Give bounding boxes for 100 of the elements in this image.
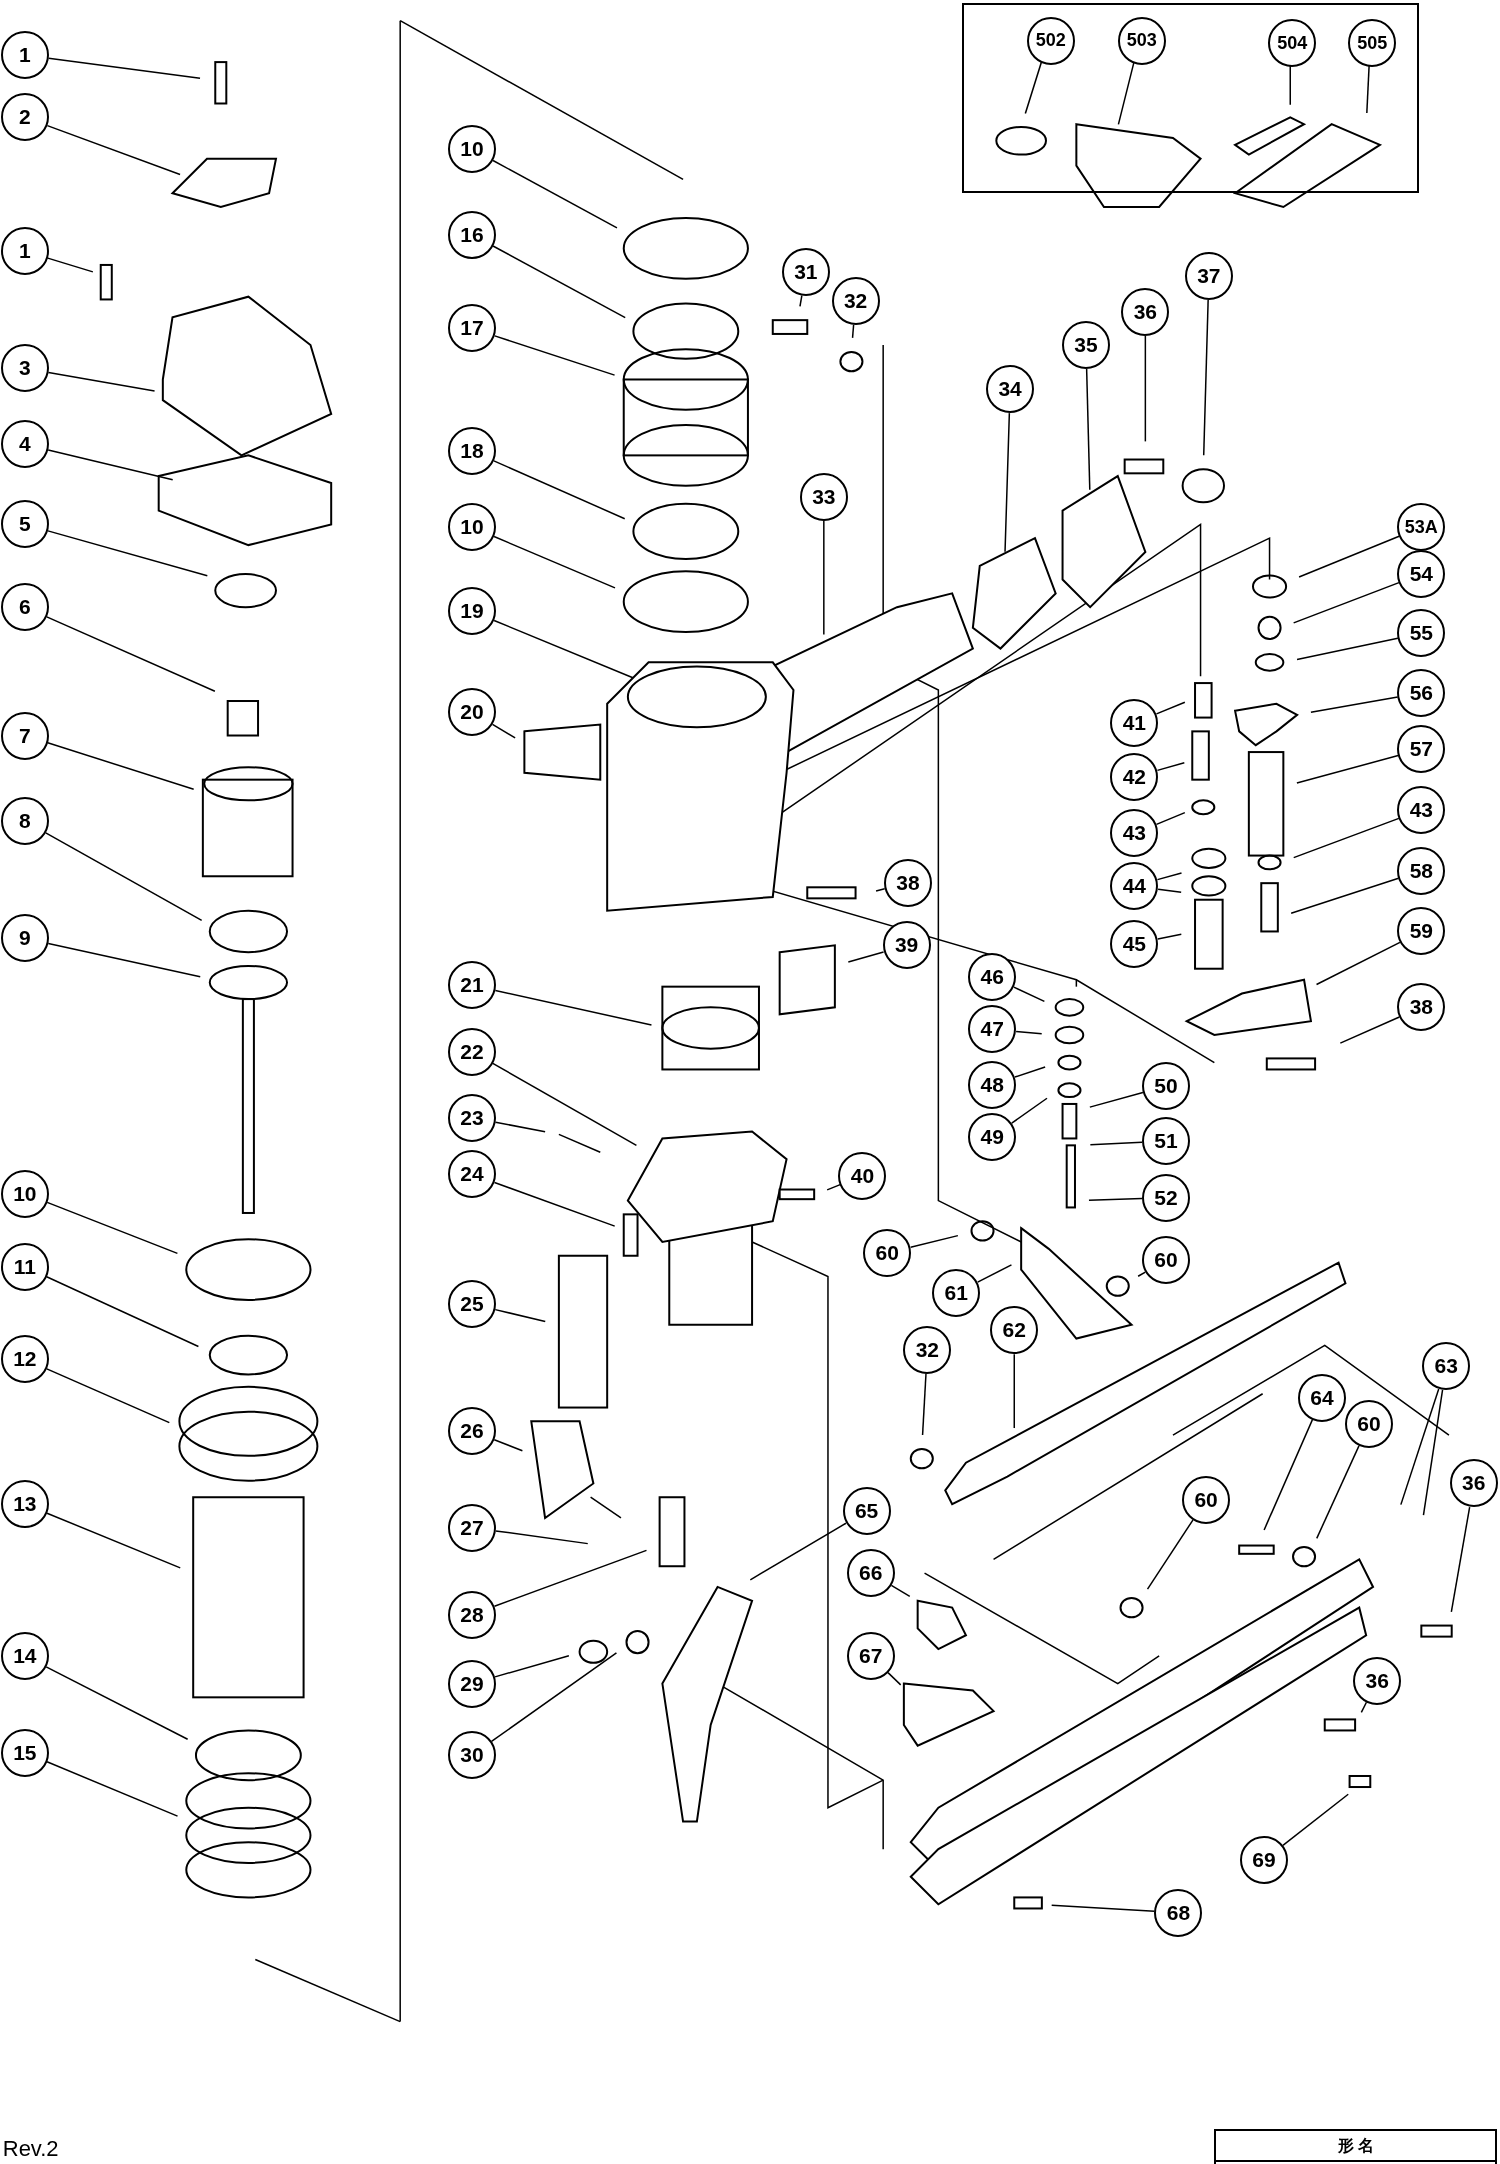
callout-number: 64	[1298, 1373, 1346, 1422]
leader-line	[890, 1584, 911, 1598]
leader-line	[493, 1181, 616, 1227]
leader-line	[494, 335, 616, 376]
leader-line	[1157, 933, 1183, 940]
leader-line	[749, 1522, 847, 1581]
callout-number: 34	[986, 365, 1035, 414]
leader-line	[1157, 888, 1182, 894]
callout-number: 60	[1142, 1235, 1191, 1284]
leader-line	[1089, 1141, 1143, 1146]
leader-line	[1316, 1445, 1360, 1540]
callout-number: 14	[0, 1631, 49, 1680]
leader-line	[1014, 1066, 1046, 1078]
callout-number: 22	[447, 1027, 496, 1076]
leader-line	[492, 245, 626, 319]
leader-line	[46, 742, 195, 790]
callout-number: 23	[447, 1093, 496, 1142]
callout-number: 29	[447, 1659, 496, 1708]
callout-number: 69	[1240, 1836, 1288, 1885]
leader-line	[1146, 1519, 1194, 1590]
callout-number: 38	[884, 859, 932, 908]
leader-line	[1085, 368, 1091, 491]
callout-number: 43	[1110, 809, 1159, 858]
leader-line	[1137, 1271, 1147, 1277]
leader-line	[1263, 1419, 1314, 1531]
callout-number: 68	[1154, 1888, 1203, 1937]
leader-line	[1292, 581, 1400, 624]
callout-number: 1	[0, 227, 49, 276]
leader-line	[976, 1264, 1013, 1283]
callout-number: 9	[0, 914, 49, 963]
callout-number: 33	[799, 472, 848, 521]
callout-number: 31	[781, 247, 830, 296]
callout-number: 36	[1121, 287, 1170, 336]
callout-number: 5	[0, 500, 49, 549]
callout-number: 20	[447, 688, 496, 737]
leader-line	[1011, 1097, 1048, 1124]
callout-number: 40	[838, 1151, 887, 1200]
leader-line	[493, 1549, 648, 1607]
leader-line	[1296, 754, 1399, 784]
accessory-frame	[961, 2, 1419, 194]
leader-line	[1013, 1353, 1015, 1429]
callout-number: 32	[903, 1325, 952, 1374]
leader-line	[1155, 811, 1186, 826]
callout-number: 43	[1397, 786, 1446, 834]
leader-line	[47, 371, 156, 392]
callout-number: 8	[0, 797, 49, 846]
callout-number: 60	[863, 1229, 912, 1277]
callout-number: 56	[1397, 668, 1446, 717]
leader-line	[1144, 335, 1147, 443]
leader-line	[494, 989, 653, 1026]
leader-line	[823, 520, 825, 636]
leader-line	[1339, 1016, 1401, 1044]
callout-number: 39	[882, 921, 931, 970]
leader-line	[47, 530, 209, 577]
leader-line	[46, 1761, 179, 1817]
callout-number: 3	[0, 344, 49, 393]
leader-line	[1315, 941, 1401, 986]
leader-line	[1400, 1388, 1440, 1506]
callout-number: 54	[1397, 550, 1446, 599]
leader-line	[47, 257, 94, 273]
leader-line	[46, 1512, 181, 1569]
callout-number: 44	[1110, 861, 1159, 910]
callout-number: 10	[447, 125, 496, 174]
leader-line	[1296, 637, 1399, 661]
callout-number: 19	[447, 587, 496, 636]
leader-line	[491, 723, 516, 739]
callout-number: 52	[1142, 1173, 1191, 1222]
callout-number: 503	[1117, 16, 1166, 65]
callout-number: 10	[447, 503, 496, 552]
callout-number: 7	[0, 711, 49, 760]
leader-line	[494, 1121, 546, 1133]
callout-number: 61	[932, 1269, 981, 1317]
leader-line	[1155, 701, 1186, 715]
leader-line	[493, 535, 616, 589]
leader-line	[826, 1183, 841, 1191]
leader-line	[493, 619, 634, 679]
leader-line	[1015, 1030, 1043, 1035]
callout-number: 504	[1268, 19, 1317, 68]
leader-line	[1013, 986, 1046, 1003]
table-header-cell-text: 形 名	[1336, 2136, 1375, 2157]
callout-number: 53A	[1397, 503, 1446, 552]
leader-line	[493, 1439, 524, 1452]
leader-line	[493, 460, 626, 520]
callout-number: 67	[846, 1631, 895, 1680]
callout-number: 18	[447, 427, 496, 476]
callout-number: 50	[1142, 1062, 1191, 1110]
callout-number: 41	[1110, 699, 1159, 748]
callout-number: 6	[0, 583, 49, 632]
callout-number: 10	[0, 1169, 49, 1218]
leader-line	[1422, 1389, 1444, 1516]
callout-number: 2	[0, 93, 49, 142]
leader-line	[46, 616, 216, 692]
callout-number: 21	[447, 961, 496, 1010]
callout-number: 1	[0, 31, 49, 80]
leader-line	[46, 1368, 171, 1424]
callout-number: 30	[447, 1731, 496, 1780]
leader-line	[494, 1654, 570, 1678]
leader-line	[47, 942, 201, 978]
leader-line	[494, 1530, 589, 1545]
callout-number: 16	[447, 210, 496, 259]
